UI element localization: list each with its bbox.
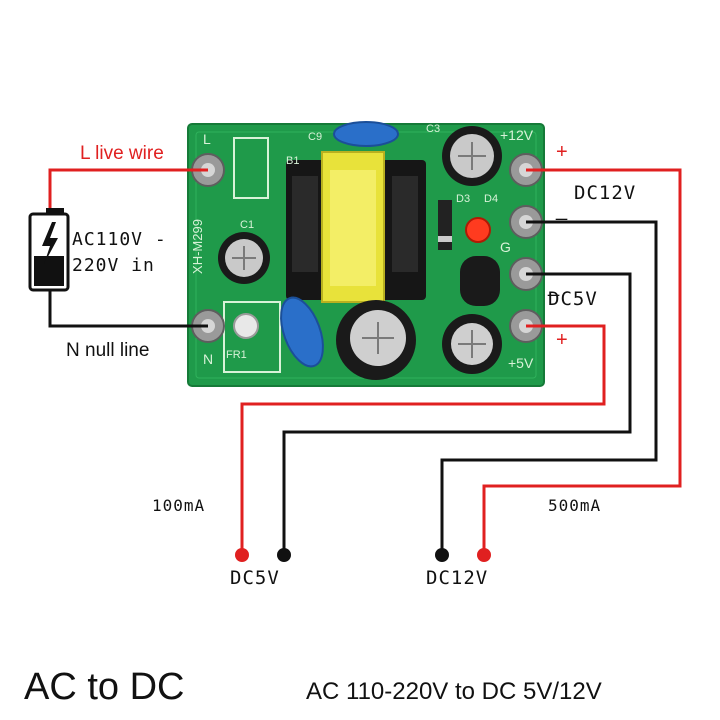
wire-live: [48, 168, 208, 208]
dc12-plus-sign: +: [556, 141, 568, 163]
dc5-negative-dot: [277, 548, 291, 562]
wires: [48, 168, 682, 552]
pcb-c3: C3: [426, 123, 441, 135]
capacitor-c3: [442, 126, 502, 186]
pcb-pin-plus5: +5V: [508, 355, 534, 371]
pcb-c1: C1: [240, 219, 255, 231]
wire-dc5-positive: [240, 324, 606, 552]
dc5-minus-sign: _: [548, 275, 560, 297]
wire-null: [48, 290, 208, 328]
dc5-output-label: DC5V: [548, 288, 598, 310]
pcb-model: XH-M299: [189, 219, 205, 274]
dc5-positive-dot: [235, 548, 249, 562]
dc12-terminal-label: DC12V: [426, 567, 489, 589]
capacitor-y: [280, 296, 324, 368]
pcb-pin-plus12: +12V: [500, 127, 534, 143]
dc12-negative-dot: [435, 548, 449, 562]
pcb-c9: C9: [308, 131, 323, 143]
ac-source-icon: [28, 208, 70, 292]
capacitor-large: [336, 300, 416, 380]
dc5-terminal-label: DC5V: [230, 567, 280, 589]
fuse-resistor: [233, 313, 259, 339]
capacitor-c1: [218, 232, 270, 284]
regulator-chip: [460, 256, 500, 306]
dc12-positive-dot: [477, 548, 491, 562]
caption-subtitle: AC 110-220V to DC 5V/12V: [306, 678, 602, 705]
ac-input-voltage-line2: 220V in: [72, 255, 155, 276]
dc12-output-label: DC12V: [574, 182, 637, 204]
pcb-b1: B1: [286, 155, 300, 167]
pcb-pin-l: L: [203, 131, 211, 147]
null-line-label: N null line: [66, 340, 150, 361]
led-indicator: [465, 217, 491, 243]
wire-dc12-positive: [482, 168, 682, 552]
dc5-plus-sign: +: [556, 329, 568, 351]
pcb-fr1: FR1: [226, 349, 247, 361]
dc12-minus-sign: _: [556, 199, 568, 221]
pcb-d4: D4: [484, 193, 499, 205]
ac-input-voltage-line1: AC110V -: [72, 229, 167, 250]
wire-dc5-negative: [282, 272, 632, 552]
wire-dc12-negative: [440, 220, 658, 552]
pcb-pin-g: G: [500, 239, 511, 255]
caption-title: AC to DC: [24, 666, 185, 708]
transformer: [286, 151, 426, 303]
dc5-current-label: 100mA: [152, 496, 206, 515]
diode-band: [438, 236, 452, 242]
terminals: [191, 153, 543, 343]
pcb-d3: D3: [456, 193, 471, 205]
capacitor-c9: [333, 121, 399, 147]
pcb-pin-n: N: [203, 351, 214, 367]
diode: [438, 200, 452, 250]
capacitor-5v: [442, 314, 502, 374]
live-wire-label: L live wire: [80, 143, 164, 164]
dc12-current-label: 500mA: [548, 496, 602, 515]
